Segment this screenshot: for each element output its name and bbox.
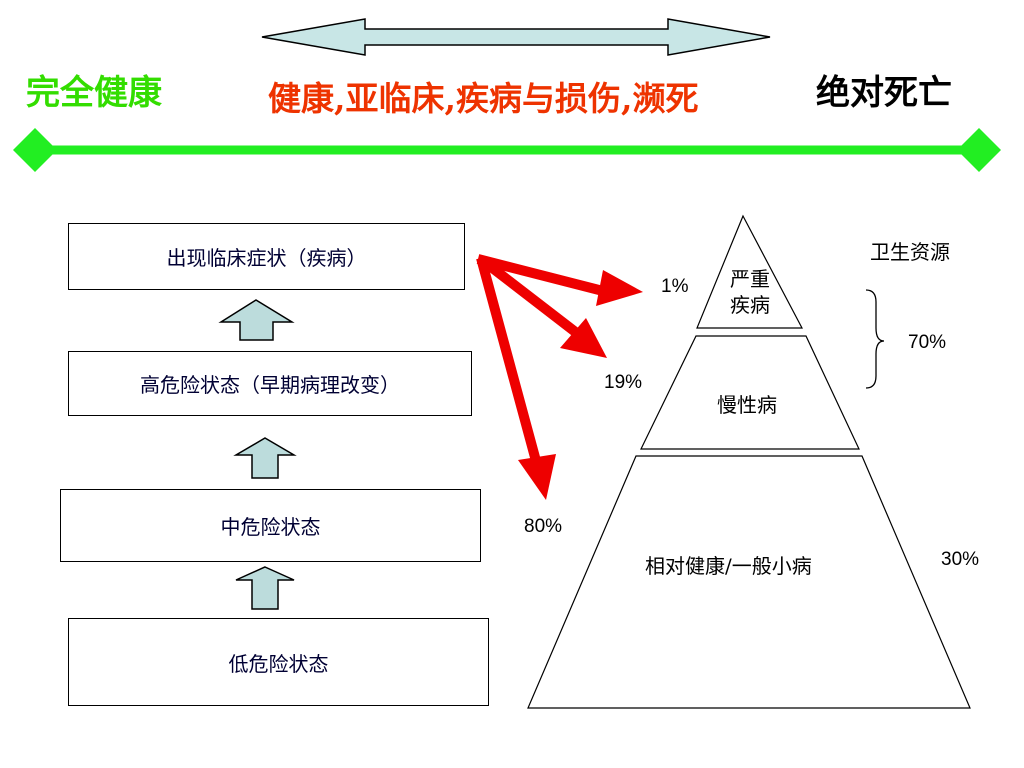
- red-arrow-head: [560, 318, 607, 358]
- up-arrow-icon: [218, 299, 295, 341]
- pct-resources-bottom: 30%: [941, 549, 980, 570]
- pct-severe-population: 1%: [661, 276, 689, 297]
- stage-box-high-risk: 高危险状态（早期病理改变）: [68, 351, 472, 416]
- double-headed-arrow: [261, 18, 771, 56]
- tier-label-line: 严重: [730, 267, 770, 291]
- tier-label-healthy: 相对健康/一般小病: [645, 554, 812, 578]
- stage-label: 高危险状态（早期病理改变）: [140, 373, 400, 397]
- label-health-continuum: 健康,亚临床,疾病与损伤,濒死: [268, 79, 699, 118]
- resource-brace: [865, 289, 885, 389]
- red-arrow-shaft: [476, 254, 605, 296]
- label-absolute-death: 绝对死亡: [816, 73, 952, 113]
- pyramid-tier-severe: [696, 214, 803, 329]
- red-arrow-shaft: [478, 256, 582, 338]
- tier-label-line: 疾病: [730, 293, 770, 317]
- pct-healthy-population: 80%: [524, 516, 563, 537]
- stage-box-medium-risk: 中危险状态: [60, 489, 481, 562]
- tier-label-severe: 严重 疾病: [722, 266, 778, 318]
- stage-label: 中危险状态: [220, 515, 321, 539]
- spectrum-right-diamond: [957, 128, 1001, 172]
- resources-label: 卫生资源: [870, 240, 950, 264]
- red-arrow-shaft: [476, 256, 541, 463]
- stage-label: 低危险状态: [228, 651, 329, 676]
- pct-chronic-population: 19%: [604, 372, 643, 393]
- label-full-health: 完全健康: [26, 73, 162, 113]
- red-arrow-head: [596, 270, 643, 306]
- stage-box-low-risk: 低危险状态: [68, 618, 489, 706]
- tier-label-chronic: 慢性病: [717, 393, 777, 417]
- stage-label: 出现临床症状（疾病）: [166, 246, 367, 270]
- up-arrow-icon: [233, 437, 297, 479]
- pyramid-tier-healthy: [527, 455, 971, 709]
- pct-resources-top: 70%: [908, 332, 947, 353]
- red-arrow-head: [518, 454, 556, 500]
- up-arrow-icon: [235, 566, 295, 610]
- stage-box-clinical-symptoms: 出现临床症状（疾病）: [68, 223, 465, 290]
- pyramid-tier-chronic: [640, 335, 860, 450]
- spectrum-left-diamond: [13, 128, 57, 172]
